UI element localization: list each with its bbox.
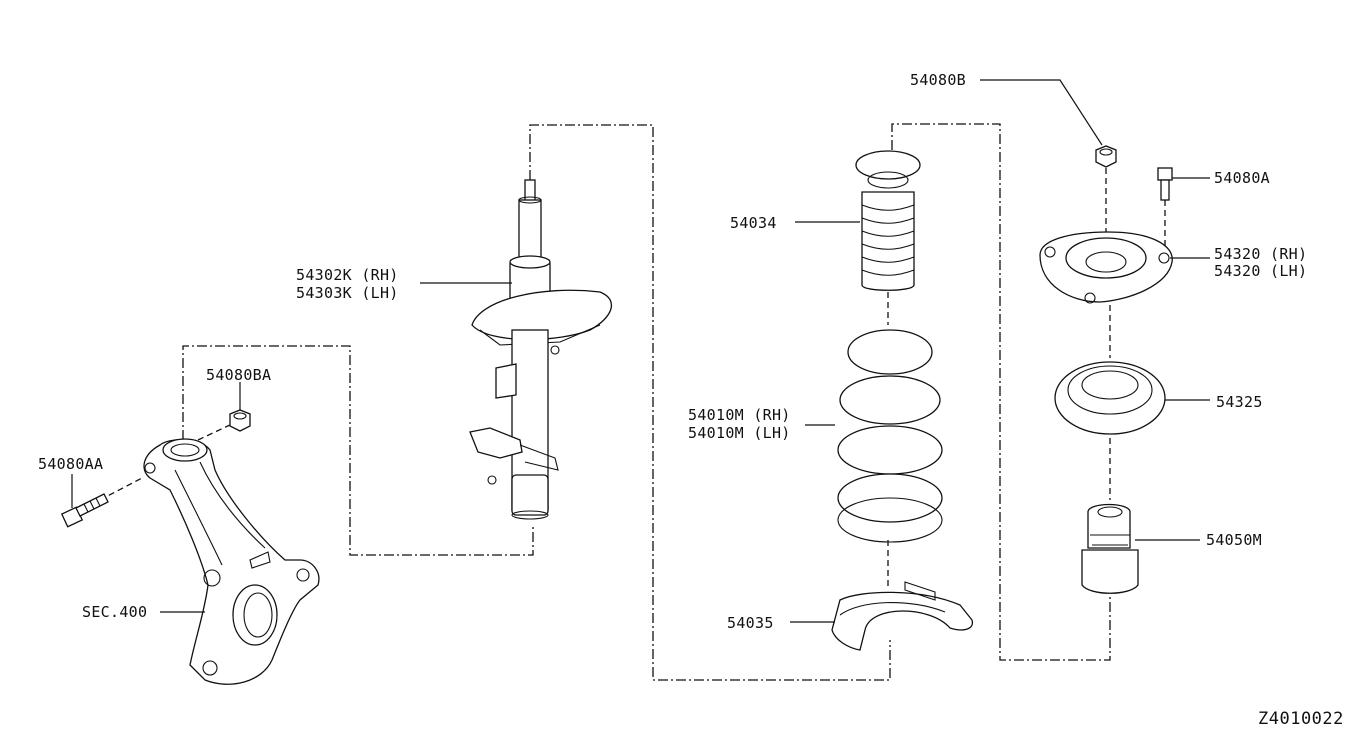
nut-54080ba [229, 409, 251, 432]
bolt-54080aa [60, 493, 109, 528]
bump-stop-54050m [1081, 503, 1139, 594]
leader-lines [71, 79, 1210, 623]
bolt-54080a [1157, 167, 1173, 201]
label-54010m-rh: 54010M (RH) [688, 406, 791, 424]
label-54303k-lh: 54303K (LH) [296, 284, 399, 302]
label-54080aa: 54080AA [38, 455, 103, 473]
label-sec400: SEC.400 [82, 603, 147, 621]
label-54034: 54034 [730, 214, 777, 232]
steering-knuckle [143, 438, 320, 685]
label-54080b: 54080B [910, 71, 966, 89]
label-54325: 54325 [1216, 393, 1263, 411]
label-54050m: 54050M [1206, 531, 1262, 549]
label-54320-rh: 54320 (RH) [1214, 245, 1307, 263]
label-54010m-lh: 54010M (LH) [688, 424, 791, 442]
nut-54080b [1095, 145, 1117, 168]
spring-seat-54035 [831, 581, 974, 651]
part-labels: 54080B 54080A 54320 (RH) 54320 (LH) 5432… [38, 71, 1344, 729]
reference-code: Z4010022 [1258, 709, 1344, 729]
label-54302k-rh: 54302K (RH) [296, 266, 399, 284]
label-54320-lh: 54320 (LH) [1214, 262, 1307, 280]
label-54080a: 54080A [1214, 169, 1270, 187]
connection-lines [99, 123, 1166, 681]
bearing-54325 [1054, 361, 1166, 435]
coil-spring-54010m [837, 329, 943, 543]
label-54035: 54035 [727, 614, 774, 632]
strut-mount-54320 [1039, 231, 1173, 304]
label-54080ba: 54080BA [206, 366, 271, 384]
strut-assembly [469, 179, 612, 520]
dust-boot-54034 [855, 150, 921, 291]
